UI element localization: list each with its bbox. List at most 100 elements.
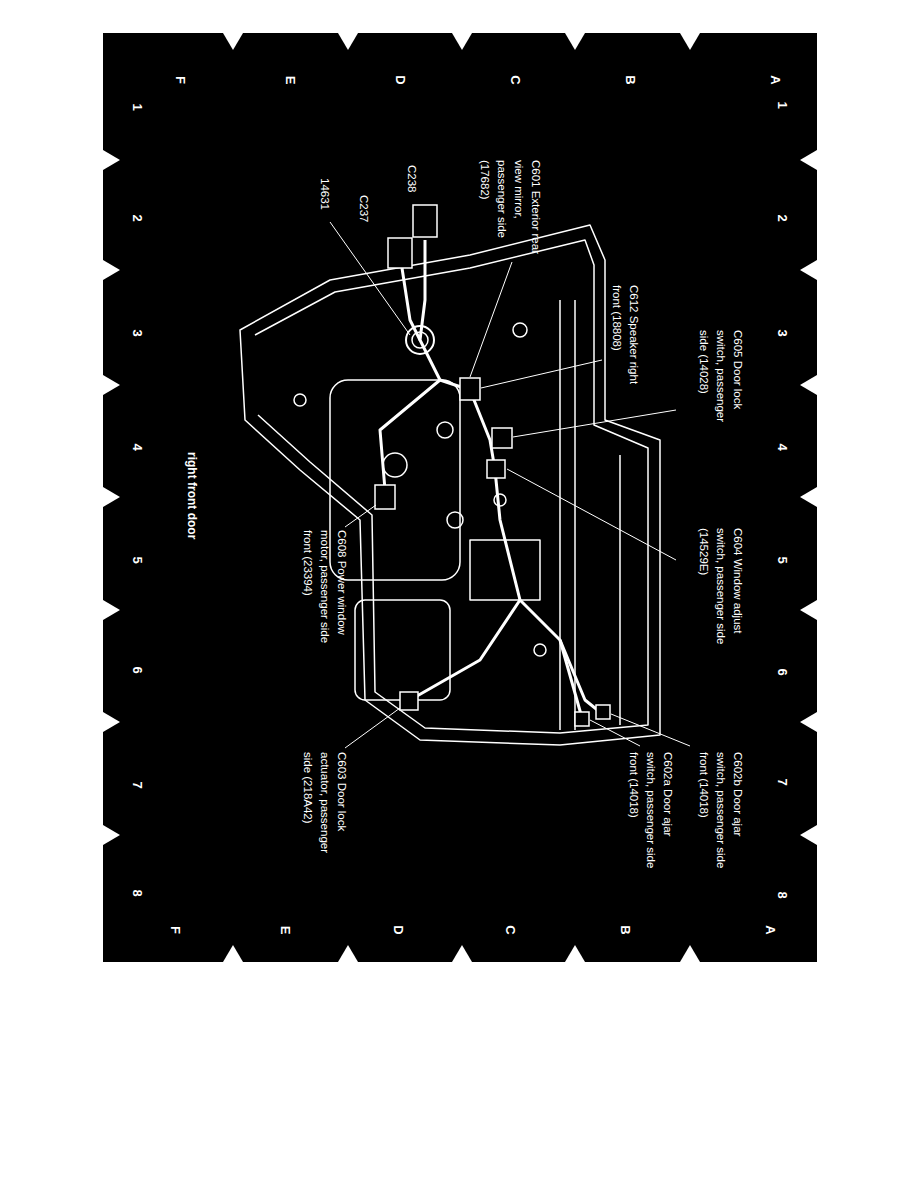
grid-marker	[338, 945, 358, 962]
connector	[388, 238, 412, 268]
grid-marker	[565, 945, 585, 962]
grid-reference: 1	[774, 95, 790, 115]
mount-hole	[513, 323, 527, 337]
grid-reference: 3	[129, 323, 145, 343]
motor-mount	[383, 453, 407, 477]
grid-reference: D	[390, 920, 406, 940]
grid-reference: E	[282, 70, 298, 90]
connector	[575, 712, 589, 726]
callout-label: C608 Power window motor, passenger side …	[299, 530, 350, 650]
harness-branch	[380, 380, 440, 490]
callout-label: C612 Speaker right front (18808)	[608, 285, 642, 395]
grid-reference: 3	[774, 323, 790, 343]
connector	[487, 460, 505, 478]
harness-branch	[560, 640, 582, 718]
window-channel	[574, 300, 576, 730]
grid-reference: 4	[774, 437, 790, 457]
connector	[413, 205, 437, 237]
grid-marker	[565, 33, 585, 50]
grid-marker	[103, 600, 120, 620]
grid-reference: 5	[774, 550, 790, 570]
callout-label: C238	[403, 165, 420, 205]
leader-lines	[330, 222, 690, 748]
grid-reference: 7	[774, 772, 790, 792]
grid-marker	[800, 150, 817, 170]
callout-label: C237	[355, 195, 372, 235]
grid-reference: C	[507, 70, 523, 90]
callout-label: C603 Door lock actuator, passenger side …	[299, 752, 350, 862]
leader-line	[611, 714, 690, 746]
grid-reference: C	[502, 920, 518, 940]
mount-hole	[534, 644, 546, 656]
harness-trunk	[420, 240, 600, 712]
grid-marker	[800, 825, 817, 845]
grid-marker	[103, 150, 120, 170]
harness-branch	[410, 600, 520, 700]
connector	[375, 485, 395, 509]
grid-reference: 4	[129, 437, 145, 457]
leader-line	[330, 222, 410, 335]
connector	[596, 705, 610, 719]
callout-label: 14631	[316, 178, 333, 220]
mount-hole	[437, 422, 453, 438]
grid-marker	[103, 260, 120, 280]
callout-label: C605 Door lock switch, passenger side (1…	[695, 330, 746, 440]
grid-marker	[800, 487, 817, 507]
leader-line	[470, 262, 512, 377]
grid-marker	[103, 825, 120, 845]
grid-reference: 1	[129, 97, 145, 117]
grid-reference: A	[767, 70, 783, 90]
door-drawing	[240, 225, 660, 745]
frame-ground	[103, 33, 817, 962]
callout-label: C601 Exterior rear view mirror, passenge…	[476, 160, 544, 264]
grid-marker	[800, 600, 817, 620]
grid-reference: 6	[774, 662, 790, 682]
leader-line	[345, 708, 400, 748]
leader-line	[507, 469, 676, 560]
connector	[492, 428, 512, 448]
grid-marker	[223, 945, 243, 962]
grid-reference: 6	[129, 660, 145, 680]
leader-line	[345, 505, 376, 527]
grid-reference: F	[172, 70, 188, 90]
inner-panel	[330, 380, 460, 580]
grid-reference: B	[622, 70, 638, 90]
callout-label: C602b Door ajar switch, passenger side f…	[695, 752, 746, 870]
door-outline	[240, 225, 660, 745]
figure-caption: right front door	[184, 452, 200, 572]
grid-marker	[680, 945, 700, 962]
grid-reference: 2	[774, 208, 790, 228]
grid-reference: 8	[129, 883, 145, 903]
grid-marker	[452, 33, 472, 50]
grid-reference: 7	[129, 775, 145, 795]
grid-reference: A	[762, 920, 778, 940]
grid-markers	[103, 33, 817, 962]
grid-reference: E	[277, 920, 293, 940]
grid-reference: 8	[774, 885, 790, 905]
connectors	[375, 205, 610, 726]
grid-marker	[680, 33, 700, 50]
grid-marker	[452, 945, 472, 962]
regulator-plate	[470, 540, 540, 600]
leader-line	[590, 720, 640, 746]
connector	[460, 378, 480, 400]
window-channel	[559, 300, 561, 730]
grid-marker	[103, 487, 120, 507]
grid-marker	[800, 712, 817, 732]
grid-reference: 5	[129, 550, 145, 570]
grid-reference: F	[167, 920, 183, 940]
grid-marker	[223, 33, 243, 50]
mount-hole	[447, 512, 463, 528]
mount-hole	[494, 494, 506, 506]
grid-marker	[800, 375, 817, 395]
grid-reference: 2	[129, 208, 145, 228]
grid-marker	[103, 375, 120, 395]
grid-marker	[103, 712, 120, 732]
grid-marker	[800, 260, 817, 280]
door-belt-line	[619, 455, 621, 725]
door-inner-edge	[255, 240, 648, 733]
grid-reference: B	[617, 920, 633, 940]
wire-harness	[380, 240, 600, 718]
grid-marker	[338, 33, 358, 50]
